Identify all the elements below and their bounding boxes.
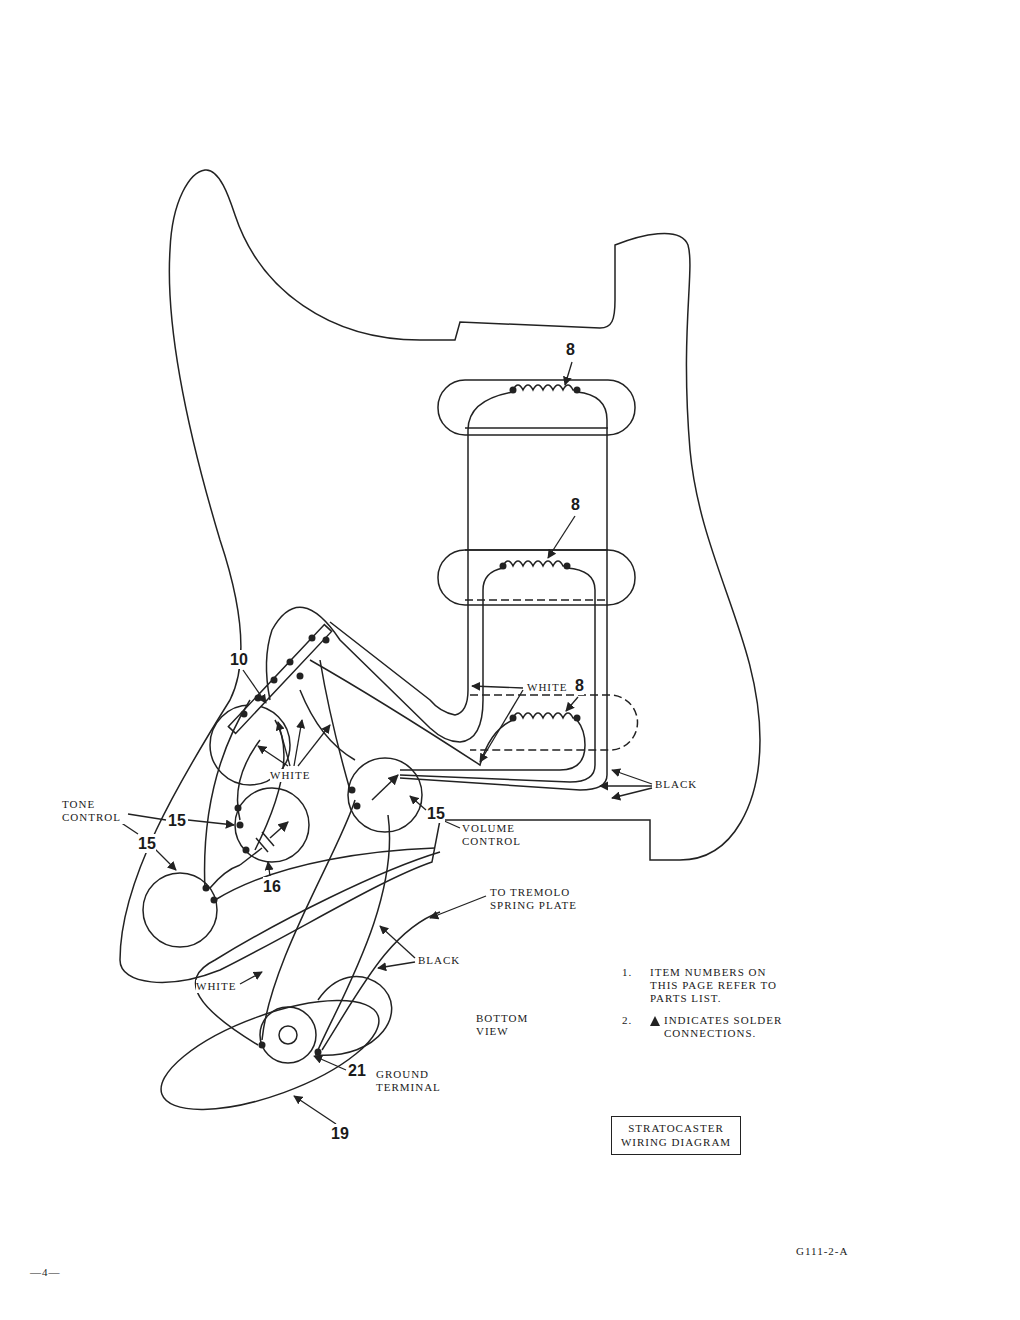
label-text: BLACK <box>655 778 697 791</box>
callout-number: 15 <box>427 804 445 823</box>
title-text: STRATOCASTER WIRING DIAGRAM <box>620 1121 732 1150</box>
coil <box>503 561 567 566</box>
coil <box>513 385 577 390</box>
label-text: ITEM NUMBERS ON THIS PAGE REFER TO PARTS… <box>650 966 788 1006</box>
title-box: STRATOCASTER WIRING DIAGRAM <box>611 1116 741 1155</box>
label-text: WHITE <box>270 769 310 782</box>
label-text: —4— <box>30 1266 61 1279</box>
callout-number: 8 <box>566 340 575 359</box>
label-text: BLACK <box>418 954 460 967</box>
callout-number: 16 <box>263 877 281 896</box>
solder-symbol <box>650 1016 660 1026</box>
pickguard-outline <box>120 170 760 982</box>
label-text: VOLUME CONTROL <box>462 822 534 848</box>
tone-pot <box>143 873 217 947</box>
label-text: TO TREMOLO SPRING PLATE <box>490 886 600 912</box>
label-text: WHITE <box>527 681 567 694</box>
pickup <box>470 695 638 750</box>
label-text: WHITE <box>196 980 236 993</box>
label-text: 2. <box>622 1014 632 1027</box>
callout-number: 15 <box>168 811 186 830</box>
callout-number: 8 <box>575 676 584 695</box>
callout-number: 19 <box>331 1124 349 1143</box>
jack-hole <box>279 1026 297 1044</box>
leader-lines <box>148 362 652 1124</box>
label-text: BOTTOM VIEW <box>476 1012 528 1038</box>
callout-number: 21 <box>348 1061 366 1080</box>
label-text: G111-2-A <box>796 1245 848 1258</box>
label-text: GROUND TERMINAL <box>376 1068 458 1094</box>
volume-pot <box>348 758 422 832</box>
jack <box>260 1007 316 1063</box>
label-text: INDICATES SOLDER CONNECTIONS. <box>664 1014 792 1040</box>
coil <box>513 713 577 718</box>
callout-number: 8 <box>571 495 580 514</box>
label-text: 1. <box>622 966 632 979</box>
solder-dots <box>203 387 581 1056</box>
callout-number: 15 <box>138 834 156 853</box>
label-text: TONE CONTROL <box>62 798 124 824</box>
tone-pot <box>235 788 309 862</box>
selector-switch <box>228 625 331 734</box>
callout-number: 10 <box>230 650 248 669</box>
